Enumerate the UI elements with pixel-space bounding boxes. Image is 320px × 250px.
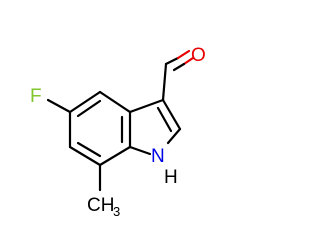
bond-c3a-c4 [98,90,132,114]
bond-c6-c7 [68,145,102,167]
nitrogen-hydrogen-label: H [164,167,178,188]
bond-c3a-c3 [128,98,165,114]
bond-n1-c7a [128,145,152,156]
methyl-subscript-label: 3 [113,204,120,219]
molecule-diagram: F O N H CH 3 [30,45,206,219]
nitrogen-atom-label: N [151,146,165,167]
double-bond-co-red [182,56,195,66]
structure-svg: F O N H CH 3 [30,45,206,219]
bond-cho-co-red [176,49,191,60]
bond-cho-co-black [164,56,180,66]
oxygen-atom-label: O [191,45,206,66]
bond-c3-c2 [161,98,182,131]
fluorine-atom-label: F [30,86,42,107]
double-bond-co-black [172,62,186,72]
methyl-carbon-label: CH [87,195,114,216]
double-bond-c4-c5-inner [76,99,102,118]
bond-c2-n1 [166,127,182,145]
bond-c7-c7a [98,145,132,167]
bond-c5-f [46,98,72,114]
double-bond-c6-c7-inner [76,141,102,158]
bond-c3-cho [161,62,168,102]
bond-c4-c5 [68,90,102,114]
double-bond-c3-c2-inner [156,106,173,133]
